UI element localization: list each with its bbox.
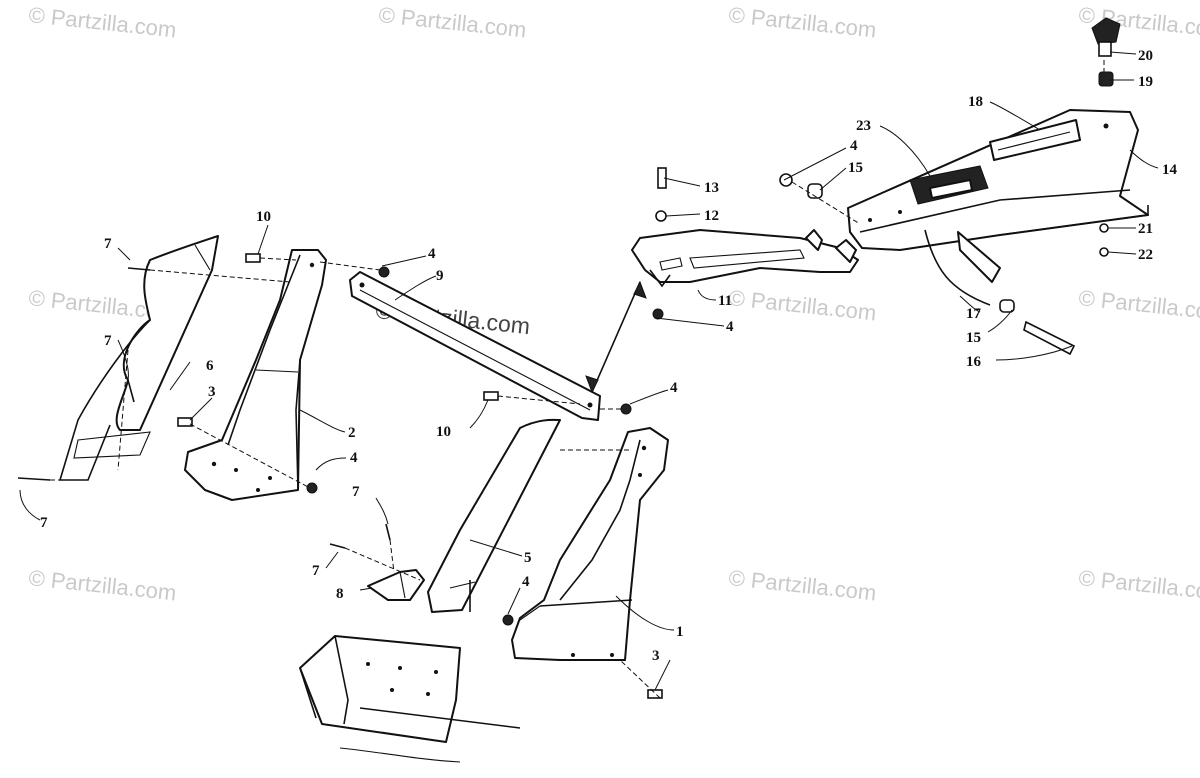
callout-label: 15 [848, 160, 863, 176]
watermark: © Partzilla.com [27, 565, 177, 605]
callout-label: 17 [966, 306, 982, 322]
callout-label: 20 [1138, 48, 1153, 64]
callout-label: 7 [40, 515, 48, 531]
watermark: © Partzilla.com [727, 285, 877, 325]
callout-label: 4 [726, 319, 734, 335]
callout-label: 13 [704, 180, 719, 196]
callout-label: 5 [524, 550, 532, 566]
callout-label: 4 [428, 246, 436, 262]
part-9-tie-bar [349, 271, 601, 421]
part-11-plate [631, 229, 859, 288]
callout-label: 10 [256, 209, 271, 225]
callout-label: 9 [436, 268, 444, 284]
callout-label: 4 [850, 138, 858, 154]
part-1-bracket [511, 427, 669, 661]
callout-label: 1 [676, 624, 684, 640]
callout-label: 10 [436, 424, 451, 440]
callout-label: 4 [670, 380, 678, 396]
part-2-bracket [184, 249, 327, 501]
watermark: © Partzilla.com [27, 2, 177, 42]
part-14-housing [847, 109, 1149, 306]
callout-label: 2 [348, 425, 356, 441]
callout-label: 22 [1138, 247, 1153, 263]
callout-label: 7 [104, 236, 112, 252]
callout-labels: 1 2 3 3 4 4 4 4 4 4 5 6 7 7 7 7 7 8 9 10… [40, 48, 1178, 664]
watermark: © Partzilla.com [1077, 565, 1200, 605]
callout-label: 7 [104, 333, 112, 349]
leader-lines [19, 51, 1159, 691]
callout-label: 19 [1138, 74, 1153, 90]
callout-label: 14 [1162, 162, 1178, 178]
callout-label: 11 [718, 293, 732, 309]
callout-label: 3 [652, 648, 660, 664]
callout-label: 7 [352, 484, 360, 500]
callout-label: 23 [856, 118, 871, 134]
knob-icon [1091, 17, 1121, 45]
lower-frame [299, 635, 521, 763]
callout-label: 18 [968, 94, 983, 110]
part-8-bracket [367, 569, 425, 601]
callout-label: 7 [312, 563, 320, 579]
part-6-bracket [58, 235, 219, 481]
callout-label: 16 [966, 354, 982, 370]
watermark: © Partzilla.com [1077, 285, 1200, 325]
callout-label: 4 [522, 574, 530, 590]
watermark: © Partzilla.com [377, 2, 527, 42]
part-5-gusset [427, 418, 561, 613]
callout-label: 15 [966, 330, 981, 346]
watermark: © Partzilla.com [727, 2, 877, 42]
watermark: © Partzilla.com [727, 565, 877, 605]
callout-label: 6 [206, 358, 214, 374]
callout-label: 21 [1138, 221, 1153, 237]
callout-label: 8 [336, 586, 344, 602]
callout-label: 12 [704, 208, 719, 224]
callout-label: 4 [350, 450, 358, 466]
callout-label: 3 [208, 384, 216, 400]
